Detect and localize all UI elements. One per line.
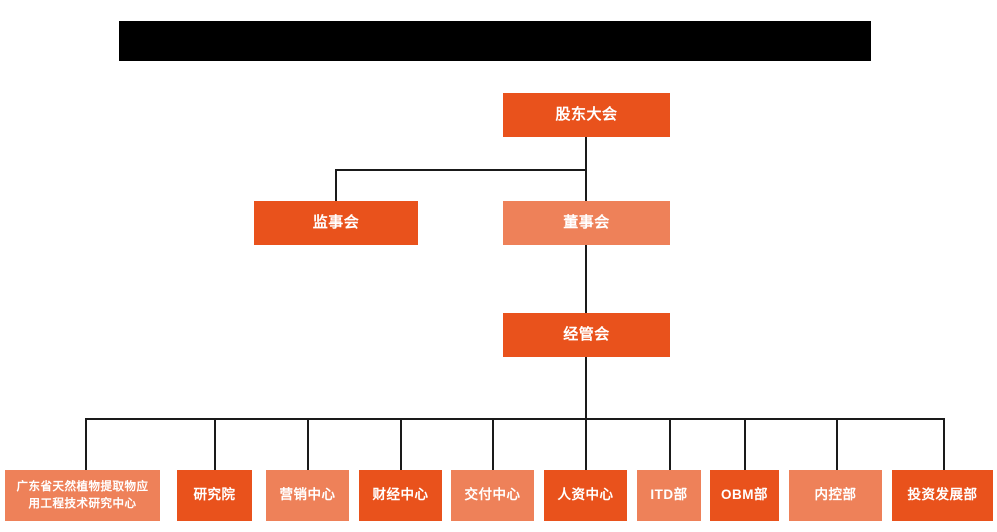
node-finance-center[interactable]: 财经中心 — [359, 470, 442, 521]
node-label: 董事会 — [563, 213, 610, 231]
connector-bus-level2 — [335, 169, 587, 171]
node-marketing-center[interactable]: 营销中心 — [266, 470, 349, 521]
node-label: 交付中心 — [464, 487, 521, 503]
connector-bus-level4 — [85, 418, 944, 420]
node-delivery-center[interactable]: 交付中心 — [451, 470, 534, 521]
connector-shareholders-down — [585, 137, 587, 170]
node-gd-natural-plant-extract-center[interactable]: 广东省天然植物提取物应 用工程技术研究中心 — [5, 470, 160, 521]
node-label: 内控部 — [814, 487, 857, 503]
node-board-of-supervisors[interactable]: 监事会 — [254, 201, 418, 245]
connector-drop-marketing-center — [307, 418, 309, 470]
node-investment-development-department[interactable]: 投资发展部 — [892, 470, 993, 521]
node-label: 财经中心 — [372, 487, 429, 503]
title-banner — [119, 21, 871, 61]
connector-drop-supervisors — [335, 169, 337, 202]
node-label: ITD部 — [650, 487, 688, 503]
connector-drop-delivery-center — [492, 418, 494, 470]
connector-drop-hr-center — [585, 418, 587, 470]
node-label: 投资发展部 — [907, 487, 978, 503]
node-label: 营销中心 — [279, 487, 336, 503]
connector-drop-internal-control — [836, 418, 838, 470]
connector-drop-obm-dept — [744, 418, 746, 470]
connector-drop-investment-dev — [943, 418, 945, 470]
node-label: 监事会 — [312, 213, 360, 231]
node-label: 研究院 — [193, 487, 236, 503]
connector-drop-directors — [585, 169, 587, 202]
node-label: 人资中心 — [557, 487, 614, 503]
connector-management-down — [585, 357, 587, 419]
node-hr-center[interactable]: 人资中心 — [544, 470, 627, 521]
node-obm-department[interactable]: OBM部 — [710, 470, 779, 521]
connector-directors-to-management — [585, 245, 587, 313]
connector-drop-research-institute — [214, 418, 216, 470]
node-shareholders-meeting[interactable]: 股东大会 — [503, 93, 670, 137]
node-itd-department[interactable]: ITD部 — [637, 470, 701, 521]
node-label: OBM部 — [721, 487, 768, 503]
node-management-committee[interactable]: 经管会 — [503, 313, 670, 357]
node-label-line1: 广东省天然植物提取物应 — [16, 480, 149, 493]
node-label: 股东大会 — [555, 105, 618, 123]
node-label: 经管会 — [563, 325, 610, 343]
connector-drop-gd-center — [85, 418, 87, 470]
connector-drop-finance-center — [400, 418, 402, 470]
node-internal-control-department[interactable]: 内控部 — [789, 470, 882, 521]
node-research-institute[interactable]: 研究院 — [177, 470, 252, 521]
node-board-of-directors[interactable]: 董事会 — [503, 201, 670, 245]
connector-drop-itd-dept — [669, 418, 671, 470]
node-label-line2: 用工程技术研究中心 — [28, 497, 137, 510]
